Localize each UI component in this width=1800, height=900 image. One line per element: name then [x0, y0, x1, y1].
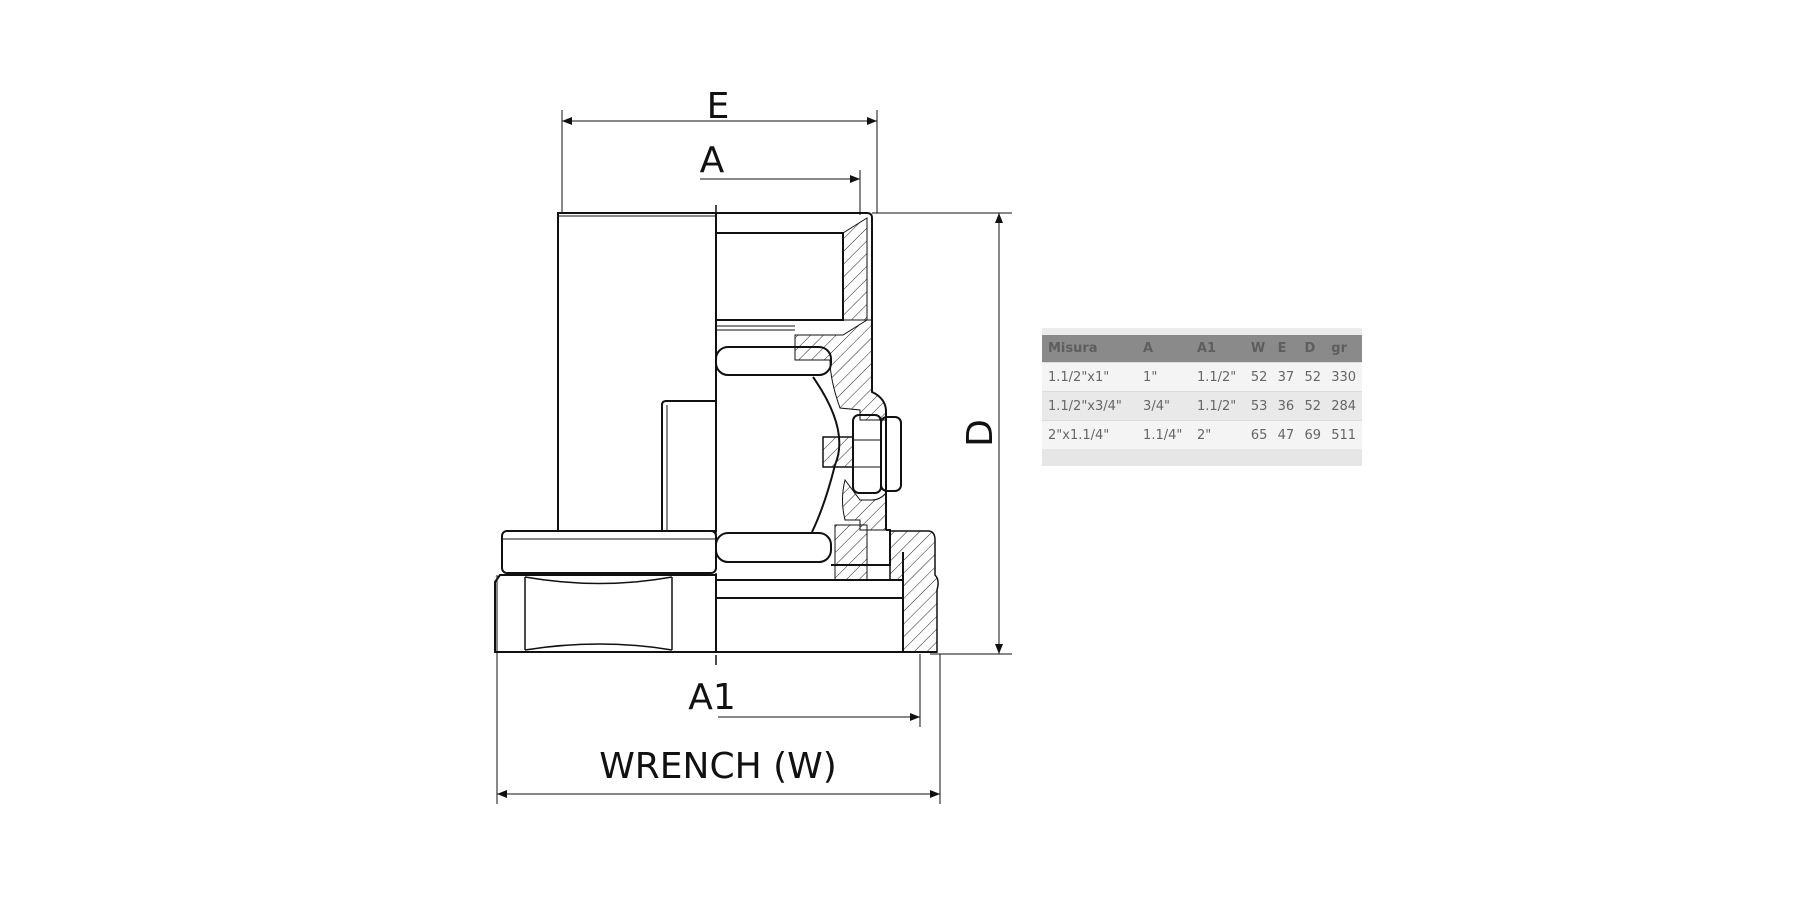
header-misura: Misura: [1042, 335, 1138, 363]
header-gr: gr: [1325, 335, 1362, 363]
cell: 53: [1244, 391, 1272, 421]
cell: 330: [1325, 362, 1362, 392]
table-row: 1.1/2"x1" 1" 1.1/2" 52 37 52 330: [1042, 362, 1362, 392]
cell: 52: [1298, 362, 1326, 392]
cell: 1": [1137, 362, 1191, 392]
header-e: E: [1271, 335, 1299, 363]
cell: 1.1/2"x3/4": [1042, 391, 1138, 421]
label-e: E: [707, 86, 730, 127]
dimension-wrench: [496, 575, 941, 804]
cell: 1.1/2": [1190, 391, 1245, 421]
label-a1: A1: [688, 677, 736, 718]
label-a: A: [700, 140, 725, 181]
dimensions-table: Misura A A1 W E D gr 1.1/2"x1" 1" 1.1/2"…: [1042, 328, 1362, 466]
cell: 511: [1325, 420, 1362, 449]
header-w: W: [1244, 335, 1272, 363]
table-footer-strip: [1042, 449, 1362, 466]
cell: 2": [1190, 420, 1245, 449]
cell: 52: [1298, 391, 1326, 421]
cell: 1.1/2": [1190, 362, 1245, 392]
cell: 3/4": [1137, 391, 1191, 421]
dimension-d: [872, 212, 1012, 655]
valve-body: [494, 205, 939, 665]
cell: 284: [1325, 391, 1362, 421]
table-row: 2"x1.1/4" 1.1/4" 2" 65 47 69 511: [1042, 420, 1362, 449]
dimension-a: [700, 170, 861, 215]
dimension-e: [561, 110, 878, 213]
dimension-a1: [718, 654, 921, 727]
cell: 47: [1271, 420, 1299, 449]
header-a1: A1: [1190, 335, 1245, 363]
table-header: Misura A A1 W E D gr: [1042, 335, 1362, 363]
cell: 1.1/2"x1": [1042, 362, 1138, 392]
table-row: 1.1/2"x3/4" 3/4" 1.1/2" 53 36 52 284: [1042, 391, 1362, 421]
cell: 65: [1244, 420, 1272, 449]
header-d: D: [1298, 335, 1326, 363]
label-d: D: [960, 419, 1001, 447]
header-a: A: [1137, 335, 1191, 363]
cell: 69: [1298, 420, 1326, 449]
cell: 36: [1271, 391, 1299, 421]
cell: 52: [1244, 362, 1272, 392]
cell: 2"x1.1/4": [1042, 420, 1138, 449]
table-top-strip: [1042, 328, 1362, 335]
cell: 37: [1271, 362, 1299, 392]
label-wrench: WRENCH (W): [599, 746, 837, 787]
cell: 1.1/4": [1137, 420, 1191, 449]
